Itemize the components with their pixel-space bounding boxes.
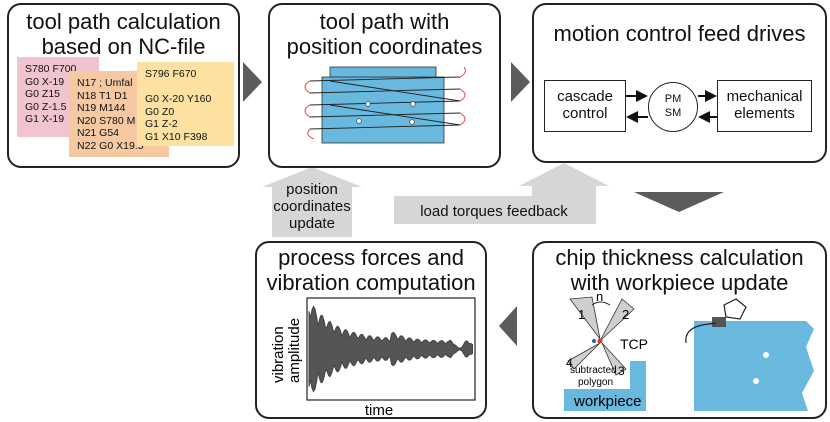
arrow-position-update <box>262 167 362 237</box>
tooth-label-1: 1 <box>578 307 585 322</box>
tool-center-dot <box>592 339 596 343</box>
arrow-chip-to-forces <box>499 306 517 346</box>
cascade-control-box: cascade control <box>544 80 626 132</box>
pmsm-label-line2: SM <box>664 107 682 119</box>
subtracted-polygon-line1: subtracted <box>570 365 617 376</box>
pmsm-label-line1: PM <box>664 93 682 105</box>
vibration-ylabel-line2: amplitude <box>286 318 303 383</box>
vibration-ylabel-line1: vibration <box>270 326 287 383</box>
mechanical-elements-label: mechanical elements <box>726 88 803 122</box>
tool-tooth-3 <box>601 342 627 376</box>
vibration-panel: process forces and vibration computation… <box>255 241 487 419</box>
rotation-label-n: n <box>596 289 603 304</box>
vibration-plot: vibration amplitude time <box>270 297 476 417</box>
toolpath-point <box>409 119 415 125</box>
vibration-signal <box>308 305 473 393</box>
load-torques-label: load torques feedback <box>420 203 568 220</box>
motion-panel-title: motion control feed drives <box>553 21 806 46</box>
toolpath-turns <box>304 66 466 140</box>
toolpath-panel: tool path with position coordinates <box>268 3 501 168</box>
arrow-toolpath-to-motion <box>511 62 530 102</box>
toolpath-point <box>356 118 362 124</box>
toolpath-point <box>410 101 416 107</box>
motion-arrows <box>626 90 717 123</box>
tooth-label-2: 2 <box>622 307 629 322</box>
tcp-point <box>597 338 603 344</box>
chip-point <box>763 352 769 358</box>
cascade-control-label: cascade control <box>557 88 613 122</box>
tool-tooth-4 <box>567 342 601 370</box>
arrow-motion-to-chip <box>634 192 724 212</box>
chip-removed-corner <box>712 317 726 327</box>
pmsm-motor: PM SM <box>648 82 698 132</box>
motion-control-panel: motion control feed drives cascade contr… <box>532 3 827 163</box>
mechanical-elements-box: mechanical elements <box>717 80 812 132</box>
toolpath-lines <box>309 76 461 130</box>
arrow-load-torques <box>394 163 609 224</box>
chip-figure: workpiece n 1 2 3 4 TCP subtracted polyg… <box>564 289 814 411</box>
chip-workpiece-label: workpiece <box>573 393 642 410</box>
arrow-nc-to-toolpath <box>243 62 262 102</box>
toolpath-panel-title: tool path with position coordinates <box>286 9 483 59</box>
chip-tool-outline <box>723 298 747 320</box>
tcp-label: TCP <box>620 336 648 352</box>
chip-panel-title: chip thickness calculation with workpiec… <box>555 245 804 295</box>
chip-tool-path <box>685 322 717 344</box>
vibration-panel-title: process forces and vibration computation <box>266 245 476 295</box>
tooth-label-3: 3 <box>618 364 625 378</box>
nc-sheet-yellow: S796 F670 G0 X-20 Y160 G0 Z0 G1 Z-2 G1 X… <box>137 62 234 146</box>
toolpath-workpiece-step <box>329 66 437 78</box>
rotation-arrow <box>591 301 611 306</box>
nc-sheet-pink: S780 F700 G0 X-19 G0 Z15 G0 Z-1.5 G1 X-1… <box>17 57 99 137</box>
tooth-label-4: 4 <box>566 356 573 370</box>
subtracted-polygon-line2: polygon <box>578 377 613 388</box>
toolpath-figure <box>304 66 466 144</box>
chip-thickness-panel: chip thickness calculation with workpiec… <box>532 241 827 419</box>
chip-point <box>753 378 759 384</box>
nc-file-panel: tool path calculation based on NC-file S… <box>7 3 240 168</box>
toolpath-workpiece <box>321 76 445 144</box>
tool-tooth-2 <box>599 298 635 342</box>
toolpath-point <box>365 101 371 107</box>
vibration-xlabel: time <box>365 402 393 417</box>
position-update-label: position coordinates update <box>273 181 351 232</box>
nc-panel-title: tool path calculation based on NC-file <box>26 9 221 59</box>
chip-workpiece-left <box>564 361 646 411</box>
tool-tooth-1 <box>569 296 601 340</box>
chip-workpiece-right <box>694 321 814 411</box>
